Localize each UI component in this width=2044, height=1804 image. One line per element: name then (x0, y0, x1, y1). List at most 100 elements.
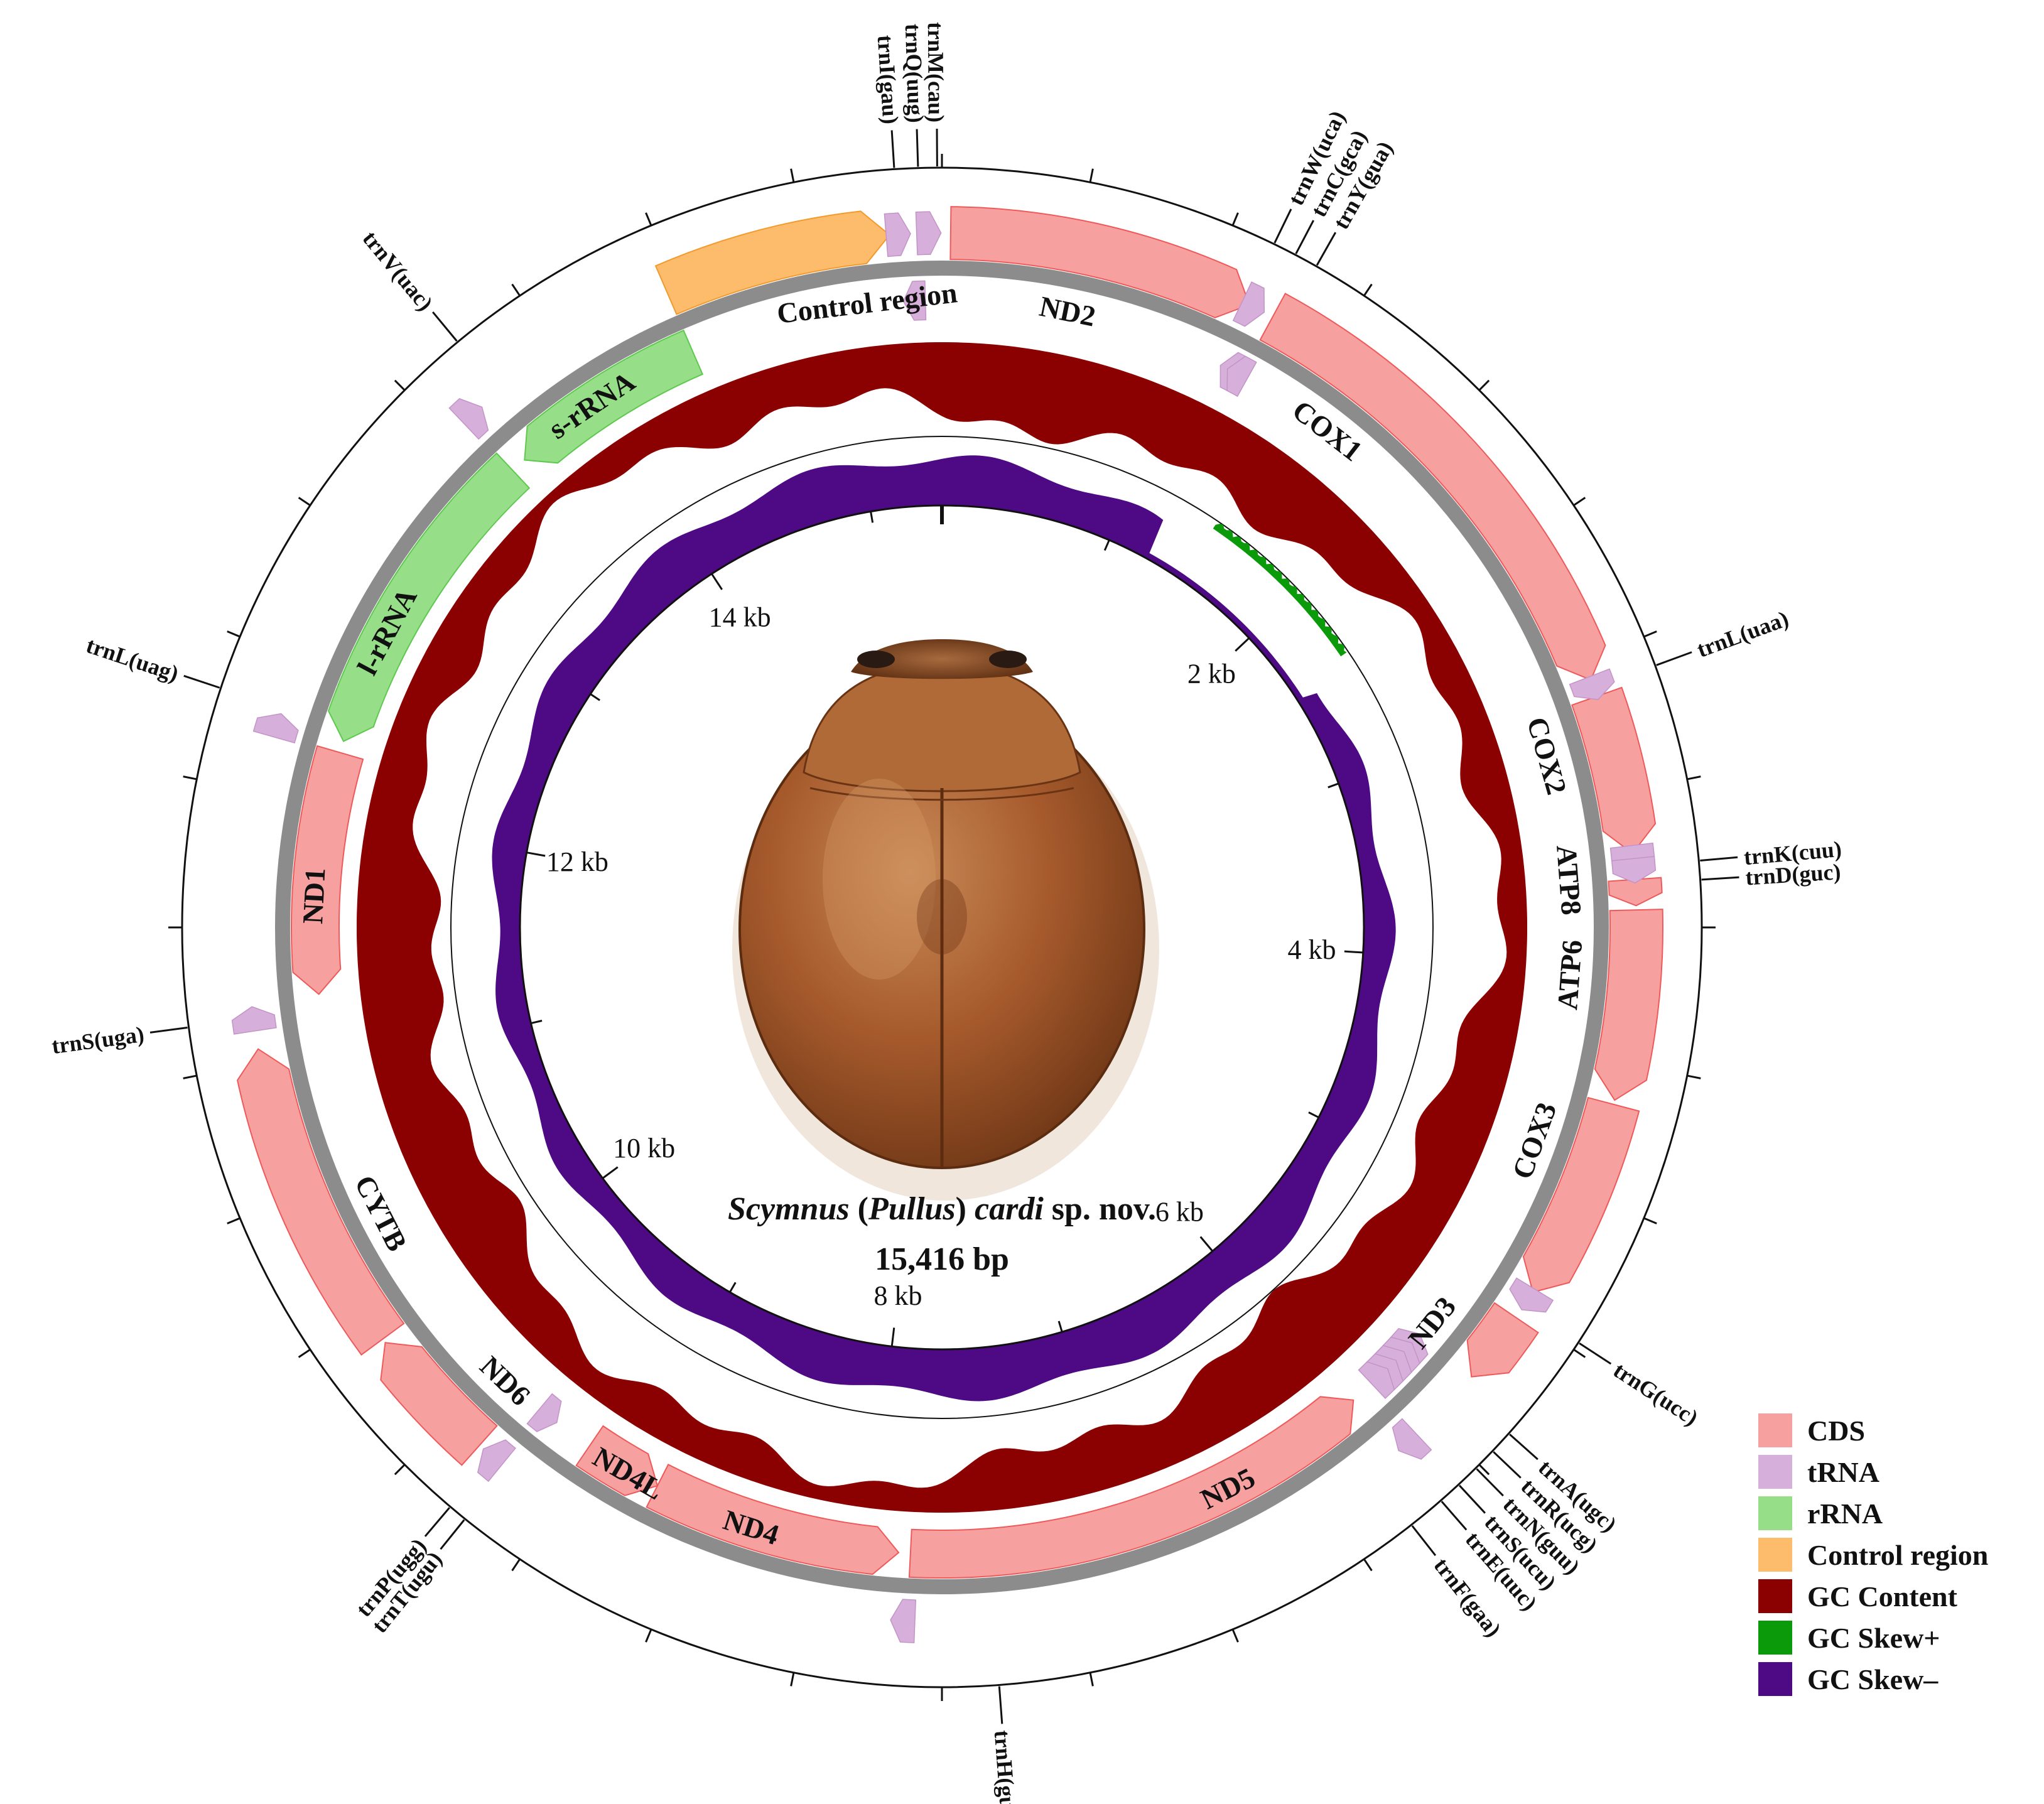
feature-cox2 (1571, 686, 1657, 855)
trna-trnd-guc (1611, 856, 1657, 884)
gc-track-baseline (450, 436, 1434, 1419)
kb-tick (890, 1327, 895, 1347)
legend-swatch-rrna (1758, 1496, 1792, 1530)
callout-trnl-uag: trnL(uag) (83, 632, 181, 686)
species-title: Scymnus (Pullus) cardi sp. nov. 15,416 b… (728, 1191, 1156, 1277)
callout-trni-gau: trnI(gau) (873, 35, 904, 125)
trna-trnq-uug (902, 280, 927, 321)
kb-tick (711, 573, 723, 590)
outer-tick (1089, 168, 1094, 183)
outer-tick (1687, 775, 1701, 780)
kb-label-10: 10 kb (613, 1133, 675, 1164)
beetle-spot (917, 879, 967, 954)
legend-swatch-gc-skew-plus (1758, 1621, 1792, 1655)
callout-label: trnL(uag) (83, 632, 181, 686)
kb-tick (1103, 539, 1110, 551)
legend-item-control-region: Control region (1758, 1534, 1988, 1575)
kb-tick (526, 851, 546, 857)
feature-atp6 (1594, 909, 1664, 1101)
trna-trnp-ugg (477, 1439, 516, 1483)
outer-tick (790, 1672, 795, 1687)
outer-tick (1643, 630, 1657, 638)
kb-tick (1344, 950, 1363, 954)
beetle-pronotum (803, 661, 1081, 792)
callout-trnh-gug: trnH(gug) (990, 1729, 1022, 1804)
outer-tick (227, 630, 241, 638)
callout-line (1700, 856, 1738, 862)
callout-line (1579, 1342, 1612, 1365)
trna-trng-ucc (1509, 1277, 1554, 1313)
feature-cox3 (1522, 1096, 1640, 1294)
callout-label: trnH(gug) (990, 1729, 1022, 1804)
trna-trnw-uca (1232, 281, 1265, 327)
kb-label-4: 4 kb (1287, 934, 1336, 965)
callout-line (1459, 1484, 1486, 1514)
callout-line (1411, 1525, 1437, 1557)
gc-skew-track (492, 455, 1396, 1402)
feature-atp8 (1608, 877, 1663, 907)
feature-label-atp8: ATP8 (1550, 844, 1587, 916)
outer-tick (394, 379, 406, 391)
outer-tick (183, 775, 197, 780)
callout-line (916, 129, 919, 167)
trna-trnl-uaa (1569, 668, 1615, 700)
outer-ticks (168, 154, 1716, 1701)
outer-tick (1363, 283, 1373, 296)
outer-tick (1573, 1348, 1586, 1358)
callout-trnm-cau: trnM(cau) (923, 22, 949, 122)
legend-item-gc-skew-minus: GC Skew– (1758, 1658, 1988, 1700)
outer-tick (227, 1217, 241, 1224)
legend-label-gc-skew-plus: GC Skew+ (1807, 1621, 1940, 1654)
feature-s-rrna (524, 329, 704, 464)
callout-trnv-uac: trnV(uac) (358, 226, 438, 316)
legend-item-cds: CDS (1758, 1410, 1988, 1451)
callout-line (1656, 651, 1692, 666)
species-name: Scymnus (Pullus) cardi sp. nov. (728, 1191, 1156, 1227)
legend-label-rrna: rRNA (1807, 1497, 1883, 1530)
callout-line (183, 674, 220, 689)
callout-line (440, 1519, 465, 1550)
outer-tick (1687, 1074, 1701, 1079)
feature-label-atp6: ATP6 (1551, 939, 1588, 1011)
kb-tick (1235, 637, 1250, 652)
subgenus-text: Pullus (868, 1191, 956, 1227)
beetle-head (851, 639, 1033, 679)
kb-label-2: 2 kb (1187, 658, 1236, 689)
callout-line (1701, 876, 1739, 881)
callout-label: trnM(cau) (923, 22, 949, 122)
feature-cytb (237, 1048, 405, 1356)
callout-line (1295, 220, 1314, 254)
beetle-eye-left (857, 651, 895, 668)
trna-trne-uuc (1358, 1361, 1395, 1400)
trna-trnv-uac (448, 398, 489, 440)
trna-trnh-gug (890, 1599, 917, 1643)
outer-tick (511, 1558, 521, 1572)
callout-label: trnG(ucc) (1609, 1358, 1702, 1430)
callout-label: trnV(uac) (358, 226, 438, 316)
callout-line (1509, 1434, 1538, 1461)
kb-tick (1308, 1111, 1319, 1118)
kb-tick (870, 511, 874, 523)
legend-swatch-control-region (1758, 1538, 1792, 1572)
callout-label: trnL(uaa) (1694, 606, 1792, 662)
trna-trni-gau (884, 212, 911, 257)
legend-swatch-cds (1758, 1413, 1792, 1447)
feature-nd4 (646, 1464, 900, 1575)
beetle-eye-right (989, 651, 1027, 668)
callout-line (1476, 1468, 1504, 1497)
feature-l-rrna (327, 452, 531, 742)
trna-trnt-ugu (526, 1393, 562, 1432)
callout-label: trnS(uga) (50, 1022, 146, 1059)
callout-line (424, 1507, 450, 1537)
kb-tick (1057, 1321, 1063, 1332)
feature-label-nd1: ND1 (296, 867, 331, 925)
trna-trny-gua (1226, 355, 1257, 397)
legend-item-gc-skew-plus: GC Skew+ (1758, 1617, 1988, 1658)
outer-tick (1478, 379, 1490, 391)
kb-tick (531, 1020, 543, 1025)
gc-skew-positive-plot (1213, 524, 1347, 657)
outer-tick (645, 212, 652, 226)
feature-label-text: ND2 (1037, 290, 1098, 333)
